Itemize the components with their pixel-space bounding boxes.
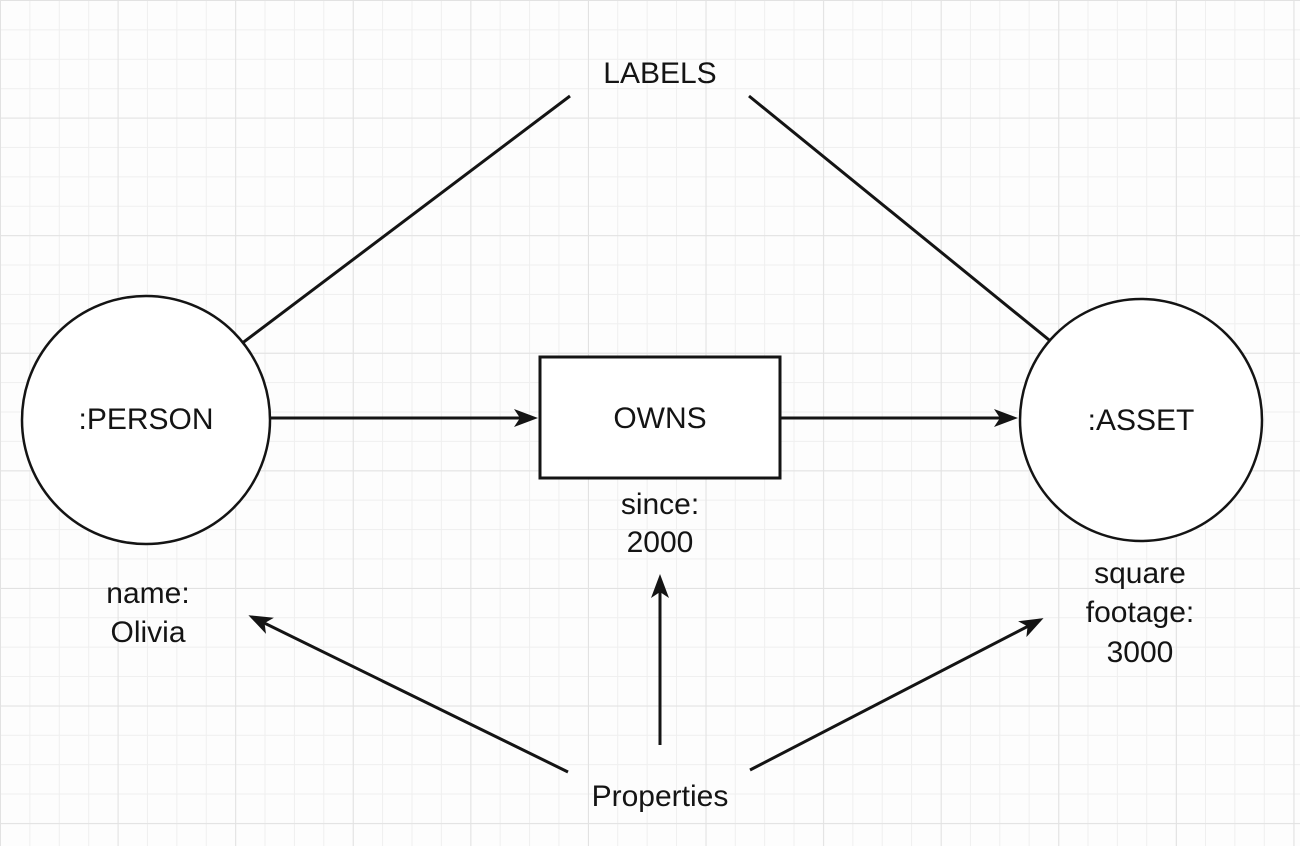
person-node-circle bbox=[20, 294, 272, 546]
person-property-line-1: name: bbox=[106, 577, 189, 610]
arrow-labels-to-asset bbox=[748, 94, 1106, 386]
arrow-properties-to-name bbox=[248, 615, 569, 774]
person-property-line-2: Olivia bbox=[110, 616, 185, 649]
asset-property-line-1: square bbox=[1094, 557, 1186, 590]
person-node-label: :PERSON bbox=[78, 403, 213, 436]
owns-property-line-1: since: bbox=[621, 488, 699, 521]
owns-property-line-2: 2000 bbox=[627, 526, 694, 559]
owns-relationship-box bbox=[538, 355, 782, 480]
asset-property-line-2: footage: bbox=[1086, 596, 1194, 629]
properties-annotation-text: Properties bbox=[592, 780, 729, 813]
labels-annotation-text: LABELS bbox=[603, 57, 716, 90]
arrow-properties-to-footage bbox=[749, 618, 1044, 772]
asset-property-line-3: 3000 bbox=[1107, 636, 1174, 669]
asset-node-circle bbox=[1018, 297, 1264, 543]
asset-node-label: :ASSET bbox=[1088, 404, 1195, 437]
owns-relationship-label: OWNS bbox=[613, 402, 706, 435]
arrow-labels-to-person bbox=[192, 94, 571, 381]
